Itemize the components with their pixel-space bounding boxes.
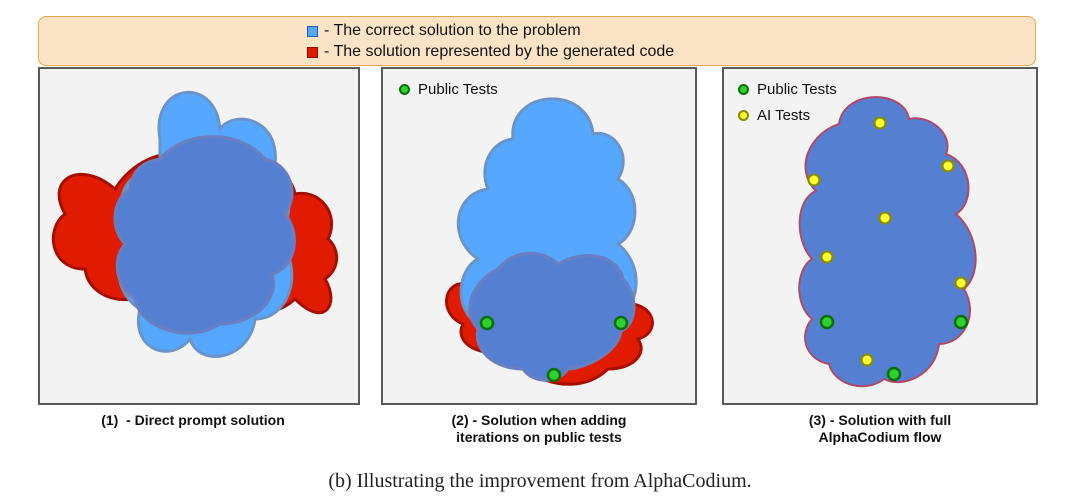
green-circle-icon xyxy=(399,84,410,95)
ai-test-point xyxy=(954,276,968,290)
green-circle-icon xyxy=(738,84,749,95)
panel-3-diagram xyxy=(798,96,977,388)
legend-item-generated-solution: - The solution represented by the genera… xyxy=(307,42,674,62)
panel-3-caption: (3) - Solution with full AlphaCodium flo… xyxy=(722,412,1038,446)
overlap-shape xyxy=(798,96,977,388)
public-test-point xyxy=(613,315,629,331)
panel-direct-prompt xyxy=(38,67,360,405)
public-test-point xyxy=(546,367,562,383)
inner-legend-ai-tests: AI Tests xyxy=(738,107,810,124)
panel-2-caption: (2) - Solution when adding iterations on… xyxy=(381,412,697,446)
legend-item-correct-solution: - The correct solution to the problem xyxy=(307,21,581,41)
ai-test-point xyxy=(873,116,887,130)
overlap-shape xyxy=(468,251,636,382)
ai-test-point xyxy=(941,159,955,173)
ai-test-point xyxy=(860,353,874,367)
public-test-point xyxy=(479,315,495,331)
public-test-point xyxy=(819,314,835,330)
panel-1-diagram xyxy=(51,91,339,358)
panel-1-caption: (1) - Direct prompt solution xyxy=(38,412,348,429)
caption-line: iterations on public tests xyxy=(456,429,622,445)
inner-legend-label: Public Tests xyxy=(757,81,837,98)
caption-text: (1) - Direct prompt solution xyxy=(101,412,285,428)
public-test-point xyxy=(886,366,902,382)
blue-square-icon xyxy=(307,25,318,37)
inner-legend-public-tests: Public Tests xyxy=(399,81,498,98)
panel-2-diagram xyxy=(445,97,654,386)
public-test-point xyxy=(953,314,969,330)
legend-label: - The correct solution to the problem xyxy=(324,22,581,39)
panel-full-flow: Public Tests AI Tests xyxy=(722,67,1038,405)
panel-public-tests: Public Tests xyxy=(381,67,697,405)
caption-line: AlphaCodium flow xyxy=(818,429,942,445)
caption-line: (3) - Solution with full xyxy=(808,412,952,428)
inner-legend-public-tests: Public Tests xyxy=(738,81,837,98)
inner-legend-label: AI Tests xyxy=(757,107,811,124)
legend-label: - The solution represented by the genera… xyxy=(324,43,675,60)
ai-test-point xyxy=(878,211,892,225)
caption-line: (2) - Solution when adding xyxy=(451,412,627,428)
figure-caption: (b) Illustrating the improvement from Al… xyxy=(328,470,752,492)
inner-legend-label: Public Tests xyxy=(418,81,498,98)
red-square-icon xyxy=(307,46,318,58)
overlap-shape xyxy=(113,135,296,335)
ai-test-point xyxy=(820,250,834,264)
legend-box: - The correct solution to the problem - … xyxy=(38,16,1036,66)
yellow-circle-icon xyxy=(738,110,749,121)
ai-test-point xyxy=(807,173,821,187)
